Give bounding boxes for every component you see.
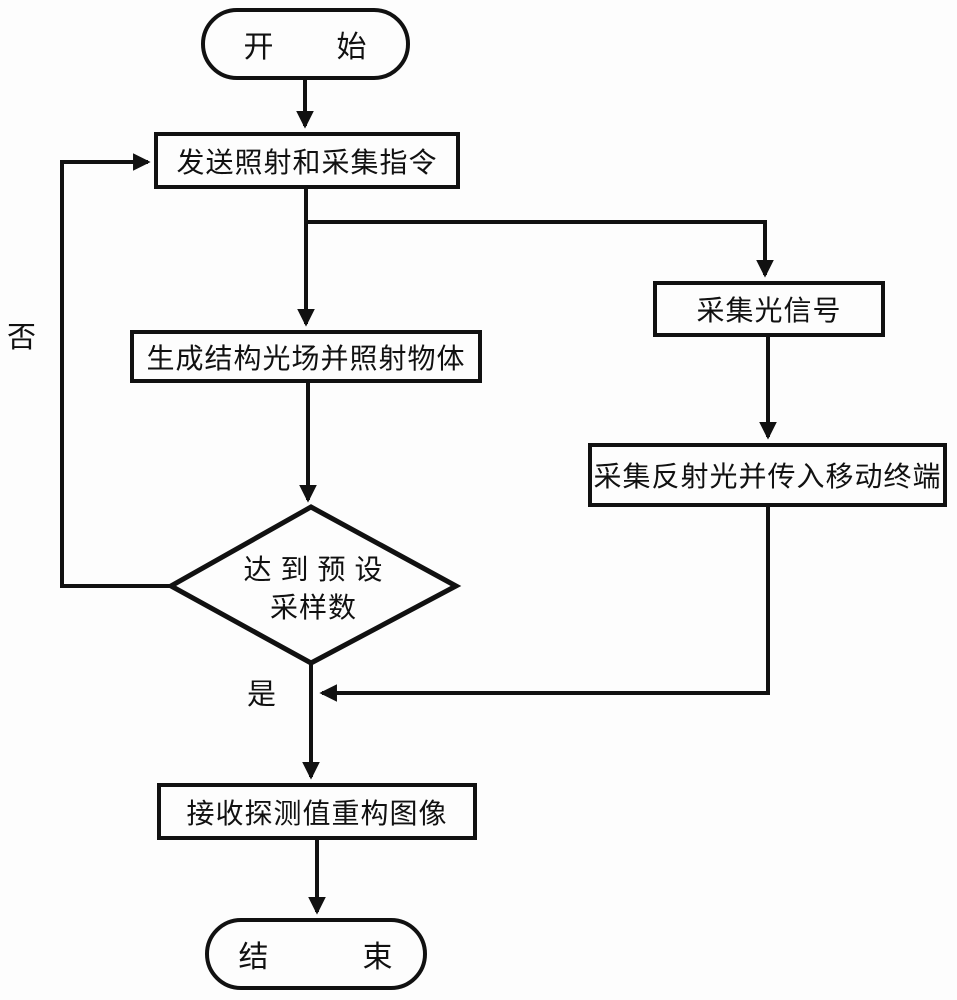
connector-no-loop	[60, 153, 172, 588]
connector-send-to-collect-signal	[306, 220, 774, 278]
node-generate-light: 生成结构光场并照射物体	[130, 330, 482, 383]
node-send-command: 发送照射和采集指令	[154, 132, 460, 189]
node-decision-label: 达 到 预 设 采样数	[171, 545, 456, 635]
node-send-command-label: 发送照射和采集指令	[176, 147, 438, 179]
node-collect-signal: 采集光信号	[653, 281, 885, 337]
node-collect-reflected-label: 采集反射光并传入移动终端	[593, 462, 942, 493]
node-generate-light-label: 生成结构光场并照射物体	[146, 343, 466, 375]
decision-line2: 采样数	[269, 593, 357, 624]
node-start: 开 始	[201, 8, 410, 80]
decision-line1: 达 到 预 设	[243, 555, 384, 586]
node-end: 结 束	[205, 918, 427, 990]
node-collect-reflected: 采集反射光并传入移动终端	[588, 443, 947, 507]
node-end-label: 结 束	[238, 941, 394, 974]
node-receive-reconstruct: 接收探测值重构图像	[157, 783, 477, 840]
node-collect-signal-label: 采集光信号	[696, 296, 842, 327]
decision-diamond-shape	[165, 504, 462, 666]
node-receive-reconstruct-label: 接收探测值重构图像	[186, 798, 448, 830]
connector-reflected-to-join	[319, 507, 770, 702]
edge-label-yes: 是	[247, 679, 277, 711]
edge-label-no: 否	[7, 322, 37, 354]
node-start-label: 开 始	[243, 31, 368, 64]
